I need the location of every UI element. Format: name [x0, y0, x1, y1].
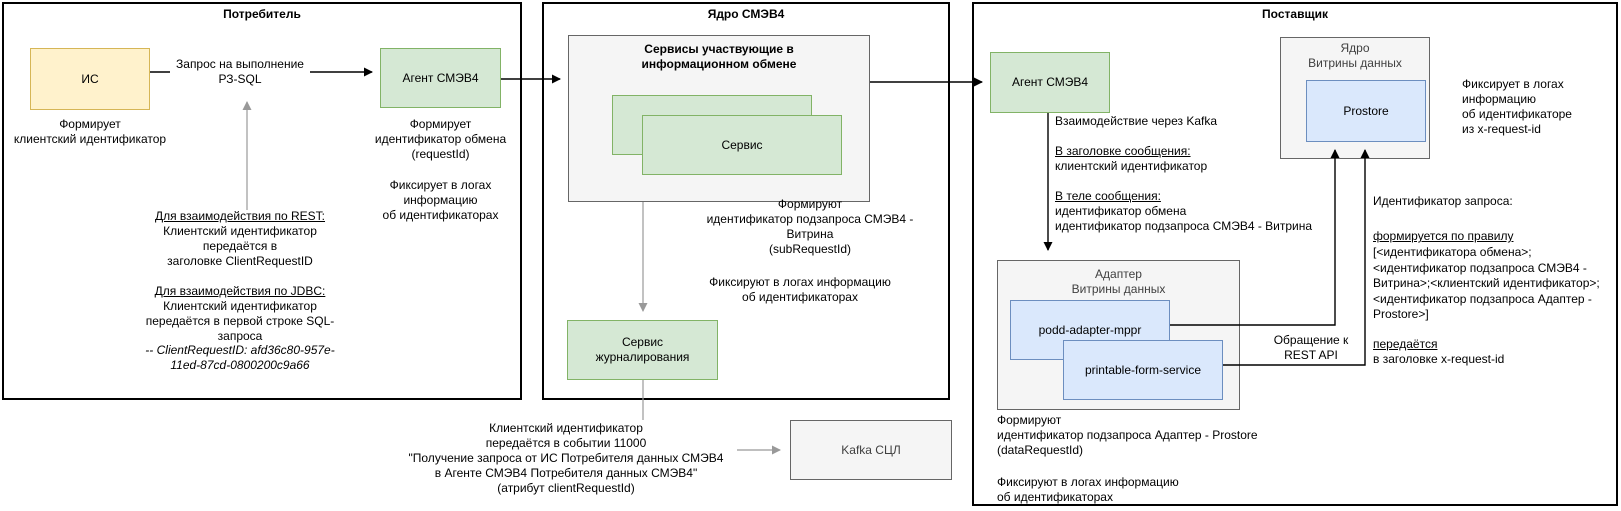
prostore-label: Prostore: [1343, 103, 1389, 118]
adapter-form-note: Формируют идентификатор подзапроса Адапт…: [997, 413, 1258, 457]
service-node-label: Сервис: [721, 137, 763, 152]
request-id-note-title: Идентификатор запроса:: [1373, 194, 1513, 208]
provider-agent-node: Агент СМЭВ4: [990, 52, 1110, 113]
prostore-log-note: Фиксирует в логах информацию об идентифи…: [1462, 77, 1572, 136]
is-node-label: ИС: [81, 71, 99, 86]
request-id-passed-line: в заголовке x-request-id: [1373, 352, 1505, 366]
jdbc-note-header: Для взаимодействия по JDBC:: [154, 284, 326, 298]
message-header-note-title: В заголовке сообщения:: [1055, 144, 1191, 158]
printable-form-service-node: printable-form-service: [1063, 340, 1223, 400]
provider-section-title: Поставщик: [1262, 7, 1328, 21]
service-node: Сервис: [642, 115, 842, 175]
jdbc-note-lines: Клиентский идентификатор передаётся в пе…: [145, 299, 335, 343]
podd-adapter-label: podd-adapter-mppr: [1038, 322, 1142, 337]
consumer-agent-label: Агент СМЭВ4: [402, 70, 479, 85]
printable-form-service-label: printable-form-service: [1084, 362, 1202, 377]
message-body-note-lines: идентификатор обмена идентификатор подза…: [1055, 204, 1313, 233]
event-note: Клиентский идентификатор передаётся в со…: [408, 421, 724, 495]
request-id-rule-lines: [<идентификатора обмена>; <идентификатор…: [1373, 245, 1600, 321]
kafka-interaction-note: Взаимодействие через Kafka: [1055, 114, 1218, 128]
consumer-agent-node: Агент СМЭВ4: [380, 48, 501, 108]
message-header-note-line: клиентский идентификатор: [1055, 159, 1208, 173]
request-id-rule-header: формируется по правилу: [1373, 229, 1514, 243]
consumer-agent-caption-2: Фиксирует в логах информацию об идентифи…: [382, 178, 499, 222]
core-log-note: Фиксируют в логах информацию об идентифи…: [709, 275, 891, 304]
journal-service-node: Сервис журналирования: [567, 320, 718, 380]
provider-agent-label: Агент СМЭВ4: [1011, 75, 1089, 89]
prostore-node: Prostore: [1306, 80, 1426, 142]
vitrina-core-title: Ядро Витрины данных: [1308, 41, 1402, 70]
kafka-scl-label: Kafka СЦЛ: [841, 442, 901, 457]
is-caption: Формирует клиентский идентификатор: [13, 117, 167, 146]
journal-service-label: Сервис журналирования: [595, 335, 690, 364]
sub-request-note: Формируют идентификатор подзапроса СМЭВ4…: [706, 197, 914, 256]
vitrina-adapter-title: Адаптер Витрины данных: [1071, 267, 1166, 296]
core-section-title: Ядро СМЭВ4: [707, 7, 785, 21]
request-id-passed-header: передаётся: [1373, 337, 1438, 351]
consumer-agent-caption-1: Формирует идентификатор обмена (requestI…: [374, 117, 507, 161]
kafka-scl-node: Kafka СЦЛ: [790, 420, 952, 480]
is-node: ИС: [30, 48, 150, 110]
services-group-title: Сервисы участвующие в информационном обм…: [641, 42, 797, 71]
rest-api-edge-label: Обращение к REST API: [1273, 333, 1349, 362]
provider-log-note: Фиксируют в логах информацию об идентифи…: [997, 475, 1179, 504]
rest-note-lines: Клиентский идентификатор передаётся в за…: [163, 224, 317, 268]
jdbc-note-example: -- ClientRequestID: afd36c80-957e- 11ed-…: [145, 343, 335, 372]
rest-note-header: Для взаимодействия по REST:: [154, 209, 326, 223]
request-edge-label: Запрос на выполнение РЗ-SQL: [170, 57, 310, 87]
message-body-note-title: В теле сообщения:: [1055, 189, 1161, 203]
consumer-section-title: Потребитель: [223, 7, 301, 21]
